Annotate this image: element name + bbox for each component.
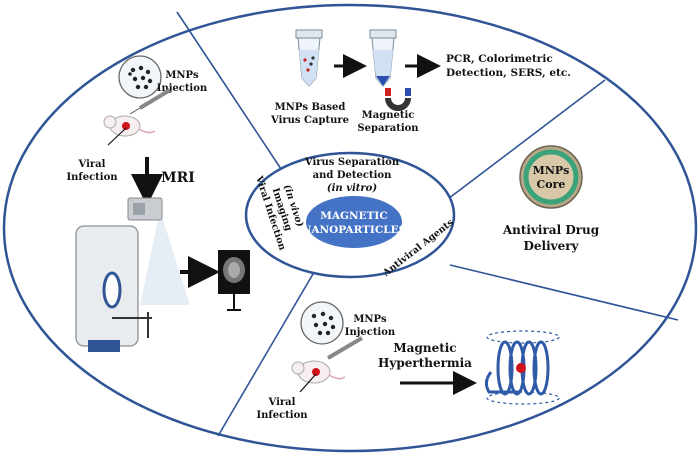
imaging-infection-line2: Infection xyxy=(66,172,118,183)
petri-dish-icon-2 xyxy=(300,301,344,345)
divider-line xyxy=(439,79,606,206)
inner-top-line1: Virus Separation xyxy=(304,157,400,168)
delivery-label-line2: Delivery xyxy=(523,239,579,253)
mri-scanner-icon xyxy=(75,197,190,352)
inner-top-line3: (in vitro) xyxy=(327,183,377,194)
petri-dish-icon xyxy=(118,55,162,99)
hyper-injection-line1: MNPs xyxy=(353,314,387,325)
hyper-injection-line2: Injection xyxy=(345,327,396,338)
infection-pointer xyxy=(107,127,127,146)
hyper-label-line1: Magnetic xyxy=(393,341,456,355)
outer-ellipse xyxy=(2,3,698,453)
output-label-line1: PCR, Colorimetric xyxy=(446,53,553,65)
mri-scan-image xyxy=(218,250,250,311)
syringe-icon-2 xyxy=(326,336,364,360)
hyper-infection-line1: Viral xyxy=(268,397,296,408)
imaging-injection-line1: MNPs xyxy=(165,70,199,81)
capture-label-line1: MNPs Based xyxy=(275,102,346,113)
imaging-injection-line2: Injection xyxy=(157,83,208,94)
center-label-line1: MAGNETIC xyxy=(320,210,387,222)
mri-label: MRI xyxy=(161,170,195,186)
magnetic-coil-icon xyxy=(484,330,560,405)
mnps-core-icon xyxy=(519,145,583,209)
divider-line xyxy=(176,11,286,176)
mouse-icon xyxy=(103,115,156,137)
mouse-icon-2 xyxy=(291,360,346,384)
core-label-line2: Core xyxy=(537,178,566,191)
capture-label-line2: Virus Capture xyxy=(270,115,349,126)
hyper-label-line2: Hyperthermia xyxy=(378,356,472,370)
tube-capture-icon xyxy=(295,29,323,87)
center-label-line2: NANOPARTICLES xyxy=(302,224,406,236)
inner-top-line2: and Detection xyxy=(313,170,392,181)
output-label-line2: Detection, SERS, etc. xyxy=(446,67,571,79)
syringe-icon xyxy=(129,88,172,115)
magnet-icon xyxy=(385,88,411,111)
divider-line xyxy=(217,261,321,437)
infection-pointer-2 xyxy=(299,373,317,393)
divider-line xyxy=(449,264,679,321)
separation-label-line2: Separation xyxy=(357,123,419,134)
delivery-label-line1: Antiviral Drug xyxy=(502,223,600,237)
separation-label-line1: Magnetic xyxy=(362,110,415,121)
tube-separation-icon xyxy=(369,29,397,87)
hyper-infection-line2: Infection xyxy=(256,410,308,421)
imaging-infection-line1: Viral xyxy=(78,159,106,170)
center-ellipse xyxy=(306,196,402,248)
core-label-line1: MNPs xyxy=(533,164,570,177)
